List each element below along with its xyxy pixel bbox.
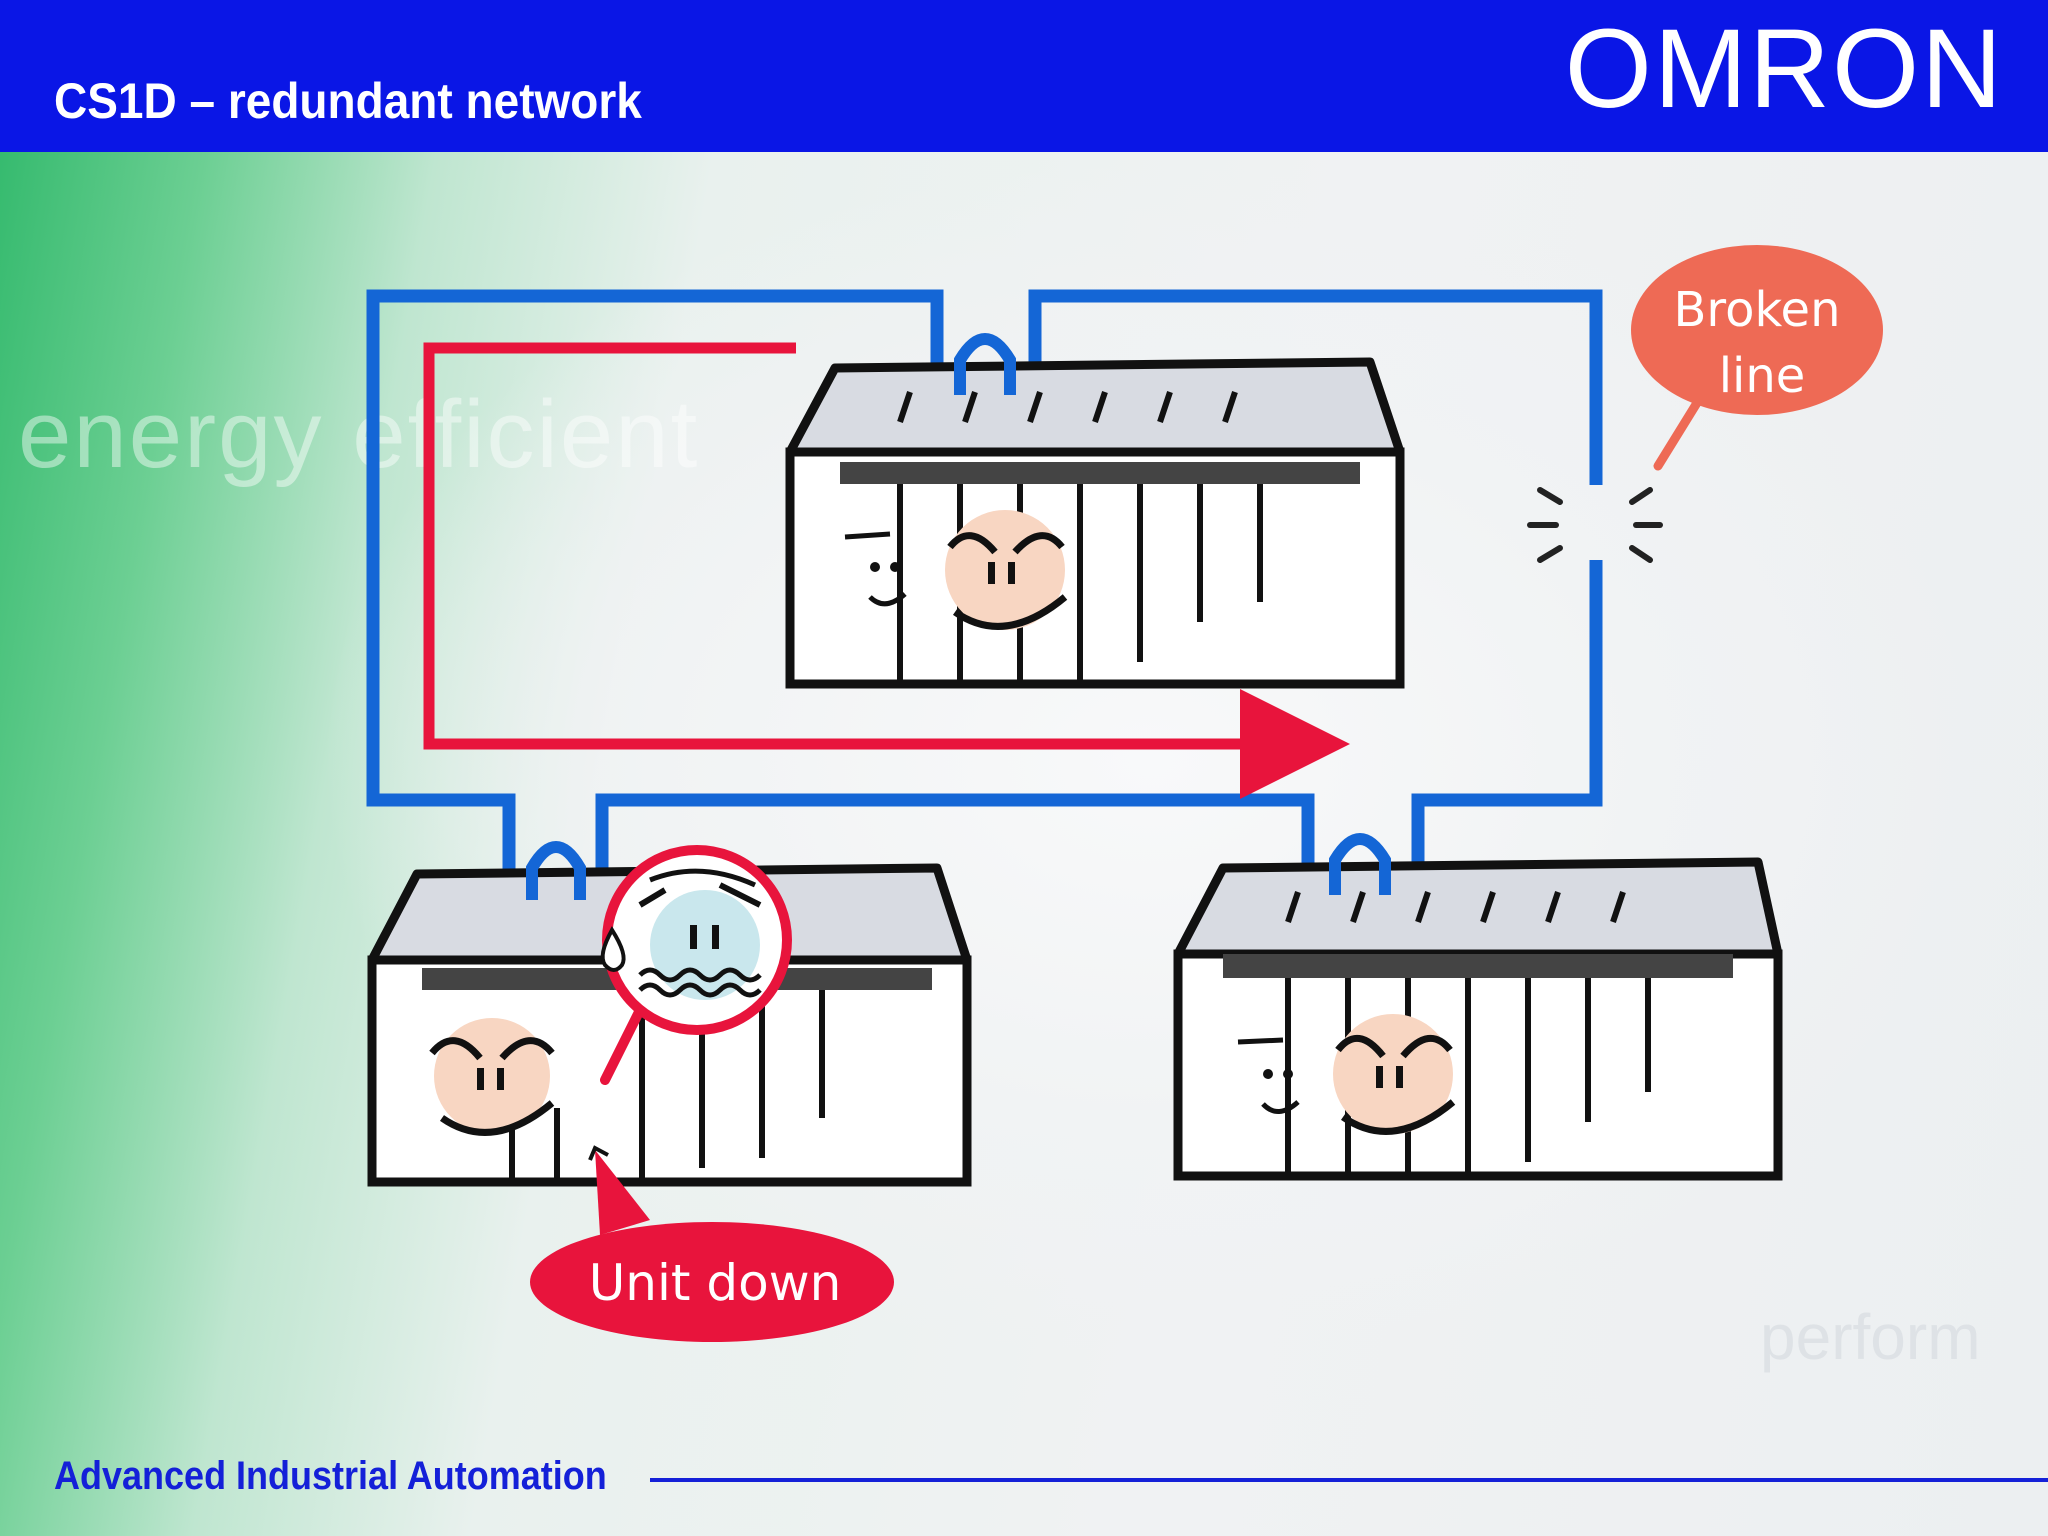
communication-path [423,342,1350,799]
callout-broken-line-text-2: line [1719,348,1806,404]
footer-rule [650,1478,2048,1482]
plc-unit-bottom-right [1173,857,1783,1181]
happy-face-icon [844,510,1068,630]
callout-broken-line-text-1: Broken [1673,282,1840,338]
network-connectors [526,333,1391,900]
plc-unit-bottom-left [367,863,972,1187]
network-cable-top-left [366,289,944,900]
callout-unit-down: Unit down [530,1145,894,1342]
magnifier-sad-face [600,845,792,1085]
callout-unit-down-text: Unit down [589,1254,842,1312]
water-drop-icon [600,926,626,972]
happy-face-icon [1237,1014,1456,1135]
callout-broken-line: Broken line [1631,245,1883,471]
header-bar [0,0,2048,152]
network-ring [366,289,1603,900]
brand-logo: OMRON [1564,6,2004,131]
page-title: CS1D – redundant network [54,73,642,129]
network-cable-top-right [1028,289,1603,485]
background-word-2: perform [1760,1301,1981,1373]
sad-face-icon [638,868,762,998]
network-cable-bottom [595,793,1315,900]
break-spark-icon [1527,487,1663,563]
happy-face-icon [429,1018,555,1136]
background-word: energy efficient [18,381,700,488]
footer-text: Advanced Industrial Automation [54,1454,607,1498]
network-cable-right-lower [1411,560,1603,890]
plc-unit-top [785,357,1405,689]
